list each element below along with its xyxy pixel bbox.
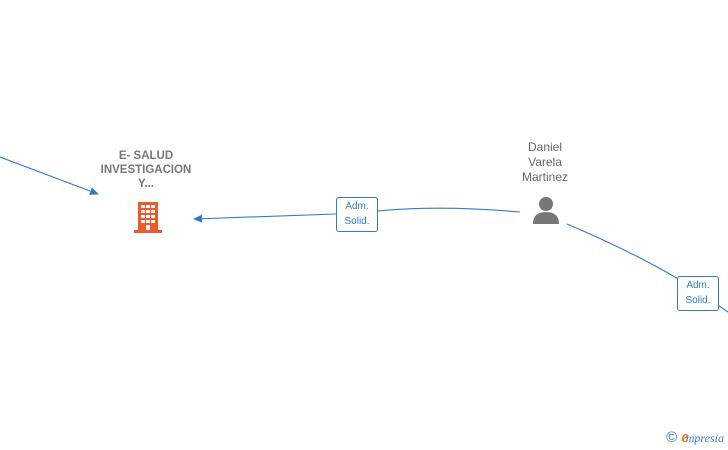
edge-person-to-company xyxy=(193,207,521,223)
footer-brand[interactable]: © empresia xyxy=(666,427,724,447)
edge-role-line: Solid. xyxy=(344,216,370,227)
company-name-line: Y... xyxy=(138,178,154,190)
person-name-line: Martinez xyxy=(521,170,568,184)
person-name-line: Varela xyxy=(528,155,562,169)
building-icon[interactable] xyxy=(131,200,165,236)
edge-role-line: Adm. xyxy=(345,201,369,212)
copyright-icon: © xyxy=(666,428,678,446)
company-name[interactable]: E- SALUD INVESTIGACION Y... xyxy=(86,149,206,191)
brand-logo-text: mpresia xyxy=(685,431,724,445)
edge-role-line: Adm. xyxy=(686,280,710,291)
edge-offscreen-to-company xyxy=(0,156,99,195)
edge-role-badge[interactable]: Adm. Solid. xyxy=(336,197,378,232)
edge-role-line: Solid. xyxy=(685,295,711,306)
person-name[interactable]: Daniel Varela Martinez xyxy=(495,140,595,185)
person-name-line: Daniel xyxy=(527,140,563,154)
brand-logo: empresia xyxy=(681,427,724,447)
company-name-line: INVESTIGACION xyxy=(100,164,192,176)
company-name-line: E- SALUD xyxy=(118,150,174,162)
edge-role-badge[interactable]: Adm. Solid. xyxy=(677,276,719,311)
person-icon[interactable] xyxy=(530,194,562,226)
brand-logo-e: e xyxy=(681,427,689,446)
